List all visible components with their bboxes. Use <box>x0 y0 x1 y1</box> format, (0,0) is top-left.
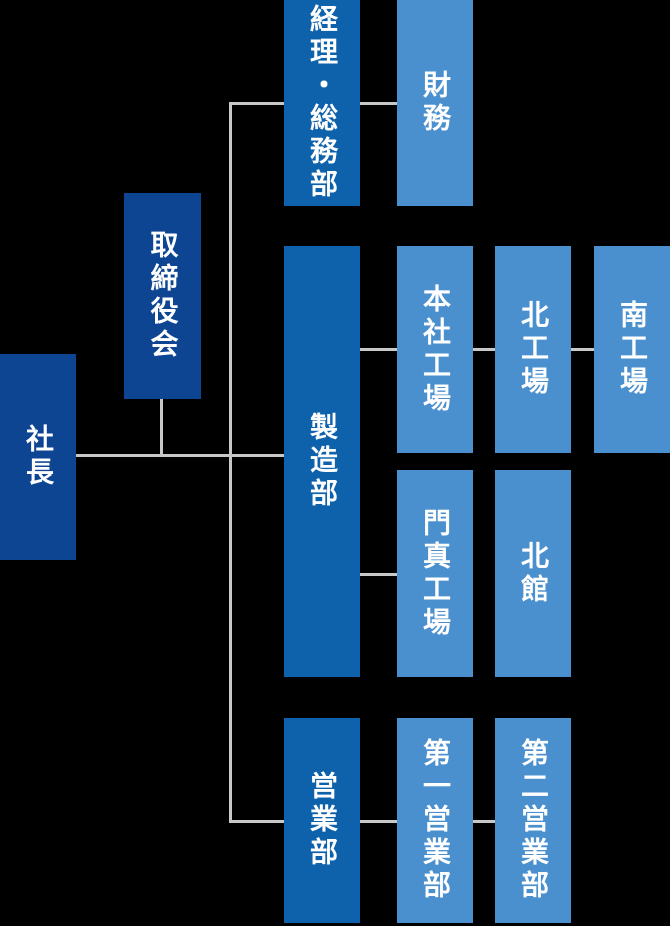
node-sales: 営業部 <box>284 718 360 923</box>
connector-north-plant-south-plant <box>571 348 594 351</box>
connector-trunk-vertical <box>229 102 232 823</box>
node-board-of-directors-label: 取締役会 <box>146 230 180 362</box>
node-president-label: 社長 <box>22 424 55 490</box>
node-north-plant: 北工場 <box>495 246 571 453</box>
node-kadoma-plant-label: 門真工場 <box>419 507 452 640</box>
node-north-building-label: 北館 <box>517 540 550 607</box>
connector-sales-dept1 <box>360 820 397 823</box>
connector-accounting-finance <box>360 102 397 105</box>
node-head-office-plant: 本社工場 <box>397 246 473 453</box>
node-south-plant: 南工場 <box>594 246 670 453</box>
node-north-plant-label: 北工場 <box>517 300 550 399</box>
node-board-of-directors: 取締役会 <box>124 193 201 399</box>
node-finance: 財務 <box>397 0 473 206</box>
connector-branch-sales <box>229 820 284 823</box>
connector-board-stub <box>160 399 163 457</box>
node-sales-dept-1-label: 第一営業部 <box>419 738 452 903</box>
node-manufacturing-label: 製造部 <box>306 412 339 511</box>
connector-dept1-dept2 <box>473 820 495 823</box>
node-sales-dept-2-label: 第二営業部 <box>517 738 550 903</box>
node-south-plant-label: 南工場 <box>616 300 649 399</box>
connector-manufacturing-kadoma-plant <box>360 573 397 576</box>
node-sales-dept-1: 第一営業部 <box>397 718 473 923</box>
node-north-building: 北館 <box>495 470 571 677</box>
node-president: 社長 <box>0 354 76 560</box>
connector-manufacturing-head-office-plant <box>360 348 397 351</box>
node-accounting-general-affairs: 経理・総務部 <box>284 0 360 206</box>
node-sales-dept-2: 第二営業部 <box>495 718 571 923</box>
node-kadoma-plant: 門真工場 <box>397 470 473 677</box>
connector-president-trunk <box>76 454 284 457</box>
connector-branch-accounting <box>229 102 284 105</box>
connector-head-office-plant-north-plant <box>473 348 495 351</box>
node-head-office-plant-label: 本社工場 <box>419 283 452 416</box>
node-accounting-general-affairs-label: 経理・総務部 <box>306 4 339 202</box>
node-sales-label: 営業部 <box>306 771 339 870</box>
node-finance-label: 財務 <box>419 70 452 136</box>
node-manufacturing: 製造部 <box>284 246 360 677</box>
